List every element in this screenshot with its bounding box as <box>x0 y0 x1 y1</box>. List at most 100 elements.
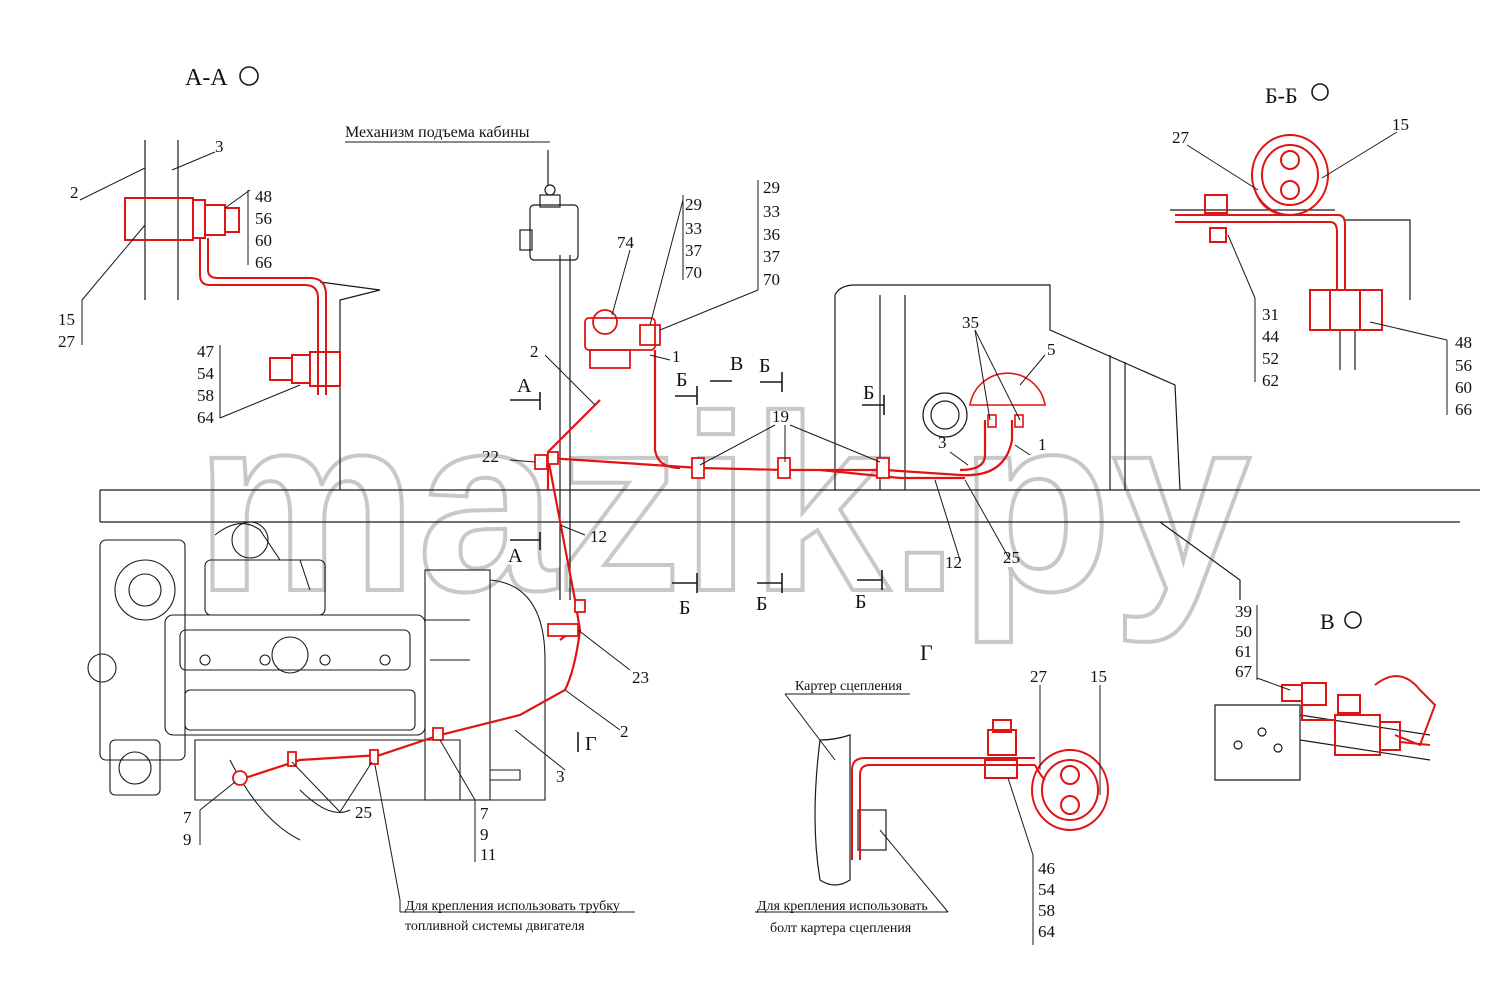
aa-callout-60: 60 <box>255 231 272 250</box>
marker-b-5: Б <box>756 593 767 615</box>
bb-callout-15: 15 <box>1392 115 1409 134</box>
bb-callout-27: 27 <box>1172 128 1190 147</box>
bb-callout-44: 44 <box>1262 327 1280 346</box>
callout-2: 2 <box>530 342 539 361</box>
callout-25: 25 <box>1003 548 1020 567</box>
aa-callout-2: 2 <box>70 183 79 202</box>
marker-b-6: Б <box>855 591 866 613</box>
g-callout-54: 54 <box>1038 880 1056 899</box>
callout-19: 19 <box>772 407 789 426</box>
callout-29a: 29 <box>685 195 702 214</box>
note-bolt-line-1: Для крепления использовать <box>757 899 928 914</box>
aa-callout-47: 47 <box>197 342 215 361</box>
callout-11: 11 <box>480 845 496 864</box>
callout-12: 12 <box>590 527 607 546</box>
clutch-housing-label: Картер сцепления <box>795 679 903 694</box>
callout-9: 9 <box>183 830 192 849</box>
g-callout-64: 64 <box>1038 922 1056 941</box>
engine-clips <box>232 599 586 786</box>
bb-callout-62: 62 <box>1262 371 1279 390</box>
valve-74 <box>584 309 661 369</box>
view-v-title: В <box>1320 609 1335 634</box>
rotate-icon <box>239 66 259 86</box>
g-callout-58: 58 <box>1038 901 1055 920</box>
callout-35: 35 <box>962 313 979 332</box>
v-callout-39: 39 <box>1235 602 1252 621</box>
marker-g: Г <box>585 733 597 755</box>
cab-lift-label: Механизм подъема кабины <box>345 124 530 141</box>
callout-1: 1 <box>672 347 681 366</box>
clamps-19 <box>534 451 890 479</box>
callout-5: 5 <box>1047 340 1056 359</box>
callout-33a: 33 <box>685 219 702 238</box>
marker-b-2: Б <box>759 355 770 377</box>
callout-2b: 2 <box>620 722 629 741</box>
aa-callout-56: 56 <box>255 209 272 228</box>
note-fuel-line-1: Для крепления использовать трубку <box>405 899 620 914</box>
callout-29b: 29 <box>763 178 780 197</box>
chassis-frame <box>99 281 1480 600</box>
v-callout-50: 50 <box>1235 622 1252 641</box>
callout-70b: 70 <box>763 270 780 289</box>
aa-callout-58: 58 <box>197 386 214 405</box>
g-callout-46: 46 <box>1038 859 1055 878</box>
callout-74: 74 <box>617 233 635 252</box>
view-g: Г Картер сцепления 27 <box>755 640 1109 945</box>
note-fuel-line-2: топливной системы двигателя <box>405 919 585 934</box>
section-bb: Б-Б 27 15 <box>1170 83 1472 419</box>
callout-3b: 3 <box>556 767 565 786</box>
callout-37b: 37 <box>763 247 781 266</box>
marker-a-bottom: А <box>508 545 523 567</box>
callout-37a: 37 <box>685 241 703 260</box>
callout-9b: 9 <box>480 825 489 844</box>
bb-callout-56: 56 <box>1455 356 1472 375</box>
aa-callout-3: 3 <box>215 137 224 156</box>
marker-b-1: Б <box>676 369 687 391</box>
aa-callout-27: 27 <box>58 332 76 351</box>
v-callout-67: 67 <box>1235 662 1253 681</box>
bb-callout-48: 48 <box>1455 333 1472 352</box>
section-marker-labels: А А Б Б Б Б Б Б В Г <box>508 353 874 755</box>
cab-lift-mechanism <box>519 150 579 600</box>
section-aa: А-А 2 3 48 56 <box>58 65 341 427</box>
callout-12b: 12 <box>945 553 962 572</box>
bb-callout-52: 52 <box>1262 349 1279 368</box>
main-view-labels: Механизм подъема кабины <box>183 124 1056 934</box>
callout-23: 23 <box>632 668 649 687</box>
aa-callout-54: 54 <box>197 364 215 383</box>
detail-5 <box>969 372 1046 428</box>
bb-callout-66: 66 <box>1455 400 1472 419</box>
rotate-icon <box>1311 83 1329 101</box>
callout-70a: 70 <box>685 263 702 282</box>
view-g-title: Г <box>920 640 933 665</box>
section-markers <box>510 372 885 752</box>
aa-callout-48: 48 <box>255 187 272 206</box>
rotate-icon <box>1344 611 1362 629</box>
g-callout-15: 15 <box>1090 667 1107 686</box>
callout-7b: 7 <box>480 804 489 823</box>
marker-a-top: А <box>517 375 532 397</box>
callout-7: 7 <box>183 808 192 827</box>
callout-1b: 1 <box>1038 435 1047 454</box>
v-callout-61: 61 <box>1235 642 1252 661</box>
marker-v: В <box>730 353 743 375</box>
callout-3: 3 <box>938 433 947 452</box>
aa-callout-64: 64 <box>197 408 215 427</box>
section-aa-title: А-А <box>185 65 228 91</box>
aa-callout-15: 15 <box>58 310 75 329</box>
bb-callout-60: 60 <box>1455 378 1472 397</box>
note-bolt-line-2: болт картера сцепления <box>770 921 912 936</box>
callout-22: 22 <box>482 447 499 466</box>
watermark: mazik.py <box>195 364 1251 643</box>
callout-25b: 25 <box>355 803 372 822</box>
section-bb-title: Б-Б <box>1265 83 1298 108</box>
engine <box>87 521 546 841</box>
marker-b-4: Б <box>679 597 690 619</box>
view-v: В 39 50 61 67 <box>1214 602 1437 781</box>
marker-b-3: Б <box>863 382 874 404</box>
callout-36b: 36 <box>763 225 780 244</box>
g-callout-27: 27 <box>1030 667 1048 686</box>
aa-callout-66: 66 <box>255 253 272 272</box>
